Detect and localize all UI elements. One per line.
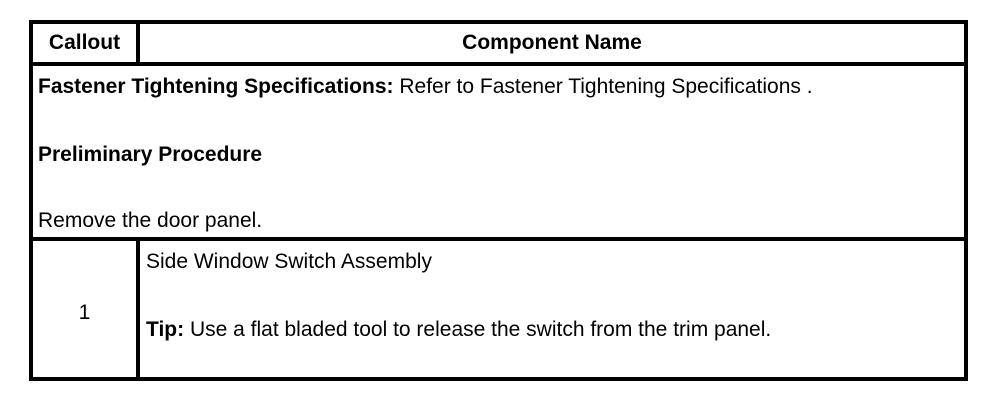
specifications-section: Fastener Tightening Specifications: Refe… — [33, 66, 964, 241]
preliminary-procedure-heading: Preliminary Procedure — [38, 143, 263, 166]
component-table: Callout Component Name Fastener Tighteni… — [29, 20, 968, 381]
header-callout: Callout — [33, 24, 140, 62]
component-tip: Tip: Use a flat bladed tool to release t… — [146, 318, 771, 342]
row-callout-cell: 1 — [33, 241, 140, 377]
preliminary-procedure-step: Remove the door panel. — [38, 209, 263, 232]
table-row: 1 Side Window Switch Assembly Tip: Use a… — [33, 241, 964, 377]
tip-text: Use a flat bladed tool to release the sw… — [184, 318, 772, 341]
component-name: Side Window Switch Assembly — [146, 250, 432, 273]
fastener-spec-label: Fastener Tightening Specifications: — [38, 75, 394, 98]
fastener-spec-line: Fastener Tightening Specifications: Refe… — [38, 75, 813, 99]
tip-label: Tip: — [146, 318, 185, 341]
fastener-spec-text: Refer to Fastener Tightening Specificati… — [393, 75, 813, 98]
callout-number: 1 — [78, 301, 91, 324]
table-header-row: Callout Component Name — [33, 24, 964, 66]
row-component-cell: Side Window Switch Assembly Tip: Use a f… — [146, 241, 964, 377]
header-component-name: Component Name — [462, 31, 642, 54]
